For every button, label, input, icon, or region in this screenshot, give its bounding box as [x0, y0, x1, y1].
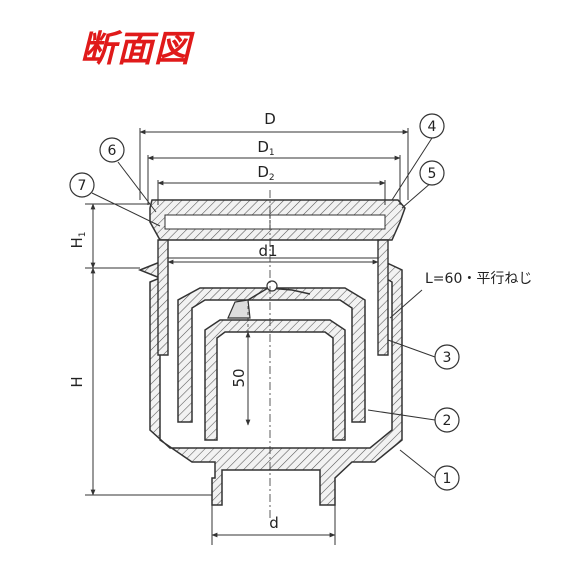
dim-D2-label: D2 — [257, 163, 274, 183]
callout-5: 5 — [419, 160, 445, 186]
svg-text:5: 5 — [428, 166, 437, 182]
dim-D1-label: D1 — [257, 138, 274, 158]
dim-d1-label: d1 — [258, 242, 277, 260]
callout-1: 1 — [434, 465, 460, 491]
dim-H-label: H — [68, 376, 86, 387]
thread-note: L=60・平行ねじ — [425, 271, 532, 287]
svg-text:1: 1 — [443, 471, 452, 487]
body-part-2 — [177, 287, 366, 423]
callout-2: 2 — [434, 407, 460, 433]
callout-4: 4 — [419, 113, 445, 139]
trap-cup — [204, 319, 346, 441]
sleeve-part-3 — [157, 239, 389, 356]
dim-D-label: D — [264, 110, 276, 128]
trap-handle — [227, 299, 251, 319]
svg-text:7: 7 — [78, 178, 87, 194]
svg-text:6: 6 — [108, 143, 117, 159]
dim-50-label: 50 — [230, 368, 248, 387]
dim-H1-label: H1 — [68, 231, 88, 248]
callout-3: 3 — [434, 344, 460, 370]
section-view-title: 断面図 — [80, 29, 192, 70]
callout-7: 7 — [69, 172, 95, 198]
svg-text:4: 4 — [428, 119, 437, 135]
dim-d-label: d — [269, 514, 279, 532]
svg-text:2: 2 — [443, 413, 452, 429]
svg-text:3: 3 — [443, 350, 452, 366]
callout-6: 6 — [99, 137, 125, 163]
